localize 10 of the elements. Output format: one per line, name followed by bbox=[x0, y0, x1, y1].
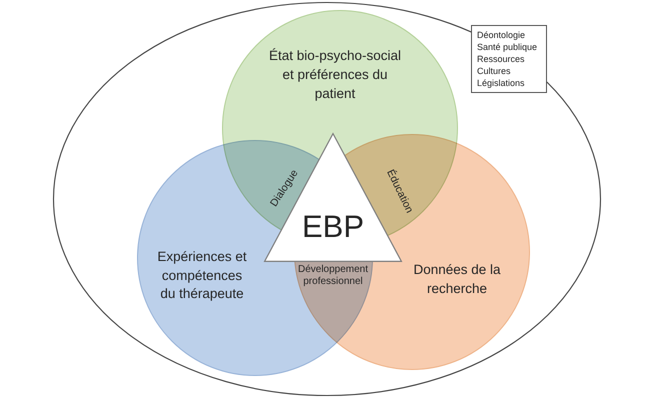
circle-title: Expériences et compétences du thérapeute bbox=[156, 248, 248, 303]
note-text: Déontologie bbox=[477, 29, 526, 41]
note-text: Législations bbox=[477, 77, 526, 89]
circle-title: État bio-psycho-social et préférences du patient bbox=[268, 47, 402, 103]
circle-title: Données de la recherche bbox=[412, 261, 502, 298]
region-label: Développement professionnel bbox=[296, 264, 370, 288]
note-text: Cultures bbox=[477, 65, 512, 77]
note-text: Ressources bbox=[477, 53, 526, 65]
triangle-title: EBP bbox=[300, 209, 366, 245]
note-text: Santé publique bbox=[477, 41, 538, 53]
